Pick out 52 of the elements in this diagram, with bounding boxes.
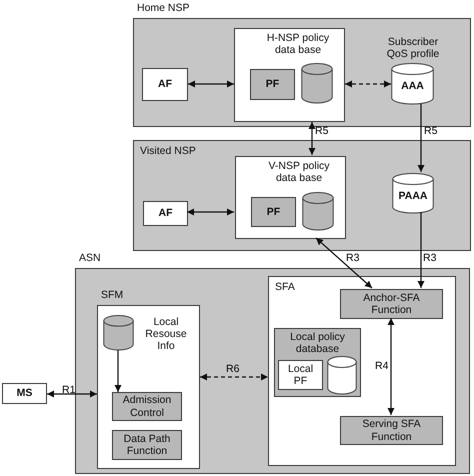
group-box: [97, 289, 200, 469]
arrow: [316, 238, 372, 288]
edge-label: R3: [346, 252, 360, 264]
region-box: [133, 2, 471, 127]
group-box: [274, 328, 361, 397]
arrow: [418, 104, 424, 172]
edge-label: R5: [424, 125, 438, 137]
edge-label: R6: [226, 363, 240, 375]
arrow: [388, 318, 394, 415]
arrow: [308, 122, 316, 155]
function-box: Local PF: [278, 360, 323, 390]
region-box: [75, 252, 470, 474]
group-box: [268, 276, 456, 466]
group-heading: SFM: [101, 289, 124, 302]
edge-label: R5: [315, 125, 328, 137]
region-box: [133, 140, 471, 251]
function-box: AF: [143, 201, 188, 226]
edge-label: R1: [62, 384, 76, 396]
function-box: MS: [2, 383, 47, 404]
cylinder: [302, 192, 334, 230]
function-box: Data Path Function: [112, 430, 182, 460]
function-box: AF: [142, 68, 188, 101]
arrow: [47, 390, 97, 398]
arrow: [345, 80, 391, 88]
edge-label: R3: [423, 252, 436, 264]
cylinder: [327, 356, 357, 394]
group-heading: Visited NSP: [140, 145, 196, 158]
function-box: Anchor-SFA Function: [340, 289, 443, 319]
arrow: [187, 208, 234, 216]
database-cylinder: AAA: [391, 63, 434, 104]
database-cylinder: PAAA: [392, 173, 434, 213]
edge-label: R4: [375, 360, 388, 372]
group-heading: ASN: [79, 252, 101, 264]
group-box: [235, 156, 346, 239]
group-heading: H-NSP policy data base: [266, 32, 330, 56]
function-box: PF: [250, 69, 295, 100]
group-heading: Home NSP: [137, 2, 190, 14]
function-box: PF: [251, 197, 296, 227]
function-box: Serving SFA Function: [340, 416, 443, 445]
node-label: Subscriber QoS profile: [386, 36, 440, 60]
node-label: Local Resouse Info: [144, 316, 188, 352]
group-heading: V-NSP policy data base: [267, 160, 331, 184]
arrow: [200, 374, 268, 380]
arrow: [114, 350, 122, 392]
group-heading: SFA: [275, 281, 295, 294]
arrow: [418, 212, 424, 288]
group-heading: Local policy database: [289, 331, 346, 356]
cylinder: [301, 63, 333, 103]
cylinder: [103, 315, 134, 350]
group-box: [234, 28, 345, 122]
function-box: Admission Control: [112, 392, 182, 421]
arrow: [188, 80, 234, 88]
